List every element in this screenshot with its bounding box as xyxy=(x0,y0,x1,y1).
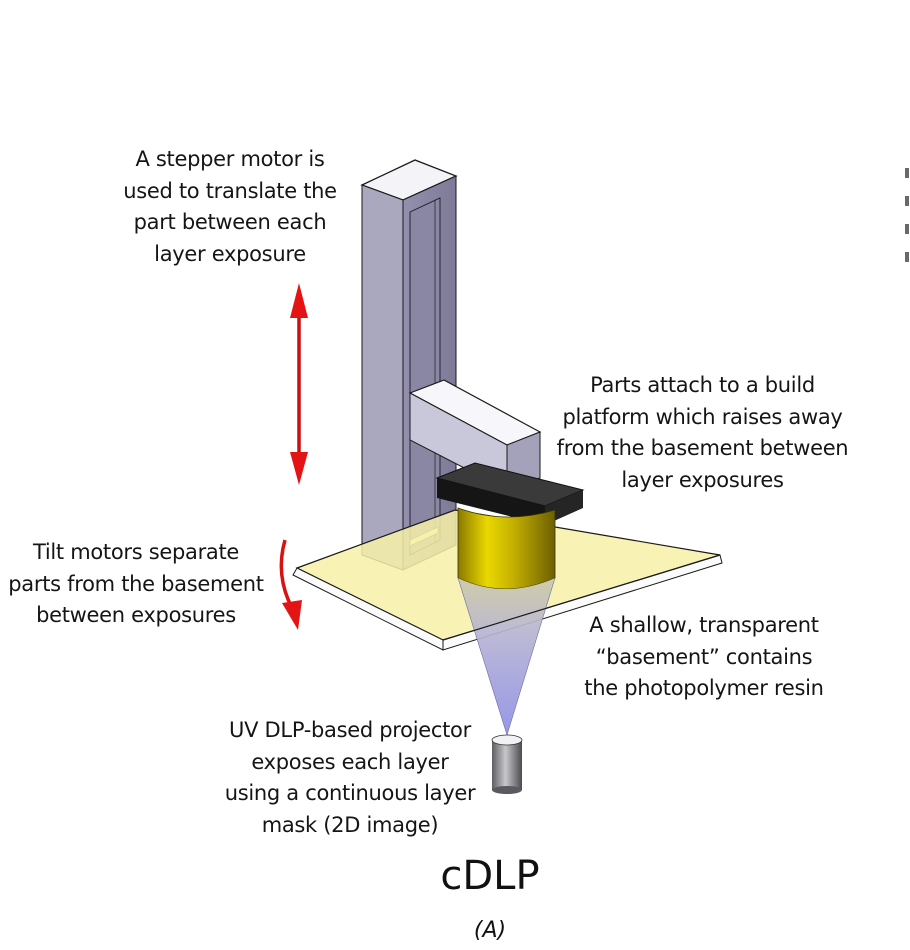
build-platform-annotation: Parts attach to a build platform which r… xyxy=(540,370,865,496)
annotation-line: used to translate the xyxy=(123,178,337,203)
annotation-line: UV DLP-based projector xyxy=(229,718,471,742)
annotation-line: layer exposures xyxy=(621,467,784,492)
annotation-line: exposes each layer xyxy=(251,749,449,774)
tilt-motion-arrow xyxy=(279,539,302,630)
annotation-line: from the basement between xyxy=(556,436,849,460)
annotation-line: “basement” contains xyxy=(595,644,813,669)
annotation-line: parts from the basement xyxy=(8,571,264,596)
annotation-line: between exposures xyxy=(36,603,236,627)
annotation-line: A stepper motor is xyxy=(135,147,325,171)
annotation-line: the photopolymer resin xyxy=(584,676,824,700)
printed-part xyxy=(457,507,556,590)
panel-label: (A) xyxy=(473,918,507,943)
projector-annotation: UV DLP-based projector exposes each laye… xyxy=(205,715,495,841)
annotation-line: Parts attach to a build xyxy=(590,373,815,397)
figure-title: cDLP xyxy=(440,853,540,899)
annotation-line: layer exposure xyxy=(154,241,306,266)
annotation-line: using a continuous layer xyxy=(224,781,476,805)
stepper-motor-annotation: A stepper motor is used to translate the… xyxy=(98,144,362,270)
tilt-motors-annotation: Tilt motors separate parts from the base… xyxy=(0,537,274,632)
vat-rim xyxy=(442,554,721,641)
uv-light-cone xyxy=(457,577,556,736)
vertical-motion-arrow xyxy=(290,283,308,485)
z-axis-column xyxy=(360,159,458,571)
basement-annotation: A shallow, transparent “basement” contai… xyxy=(565,610,843,705)
annotation-line: part between each xyxy=(133,210,327,234)
cropped-adjacent-text xyxy=(903,150,910,270)
dlp-projector xyxy=(491,734,523,794)
annotation-line: Tilt motors separate xyxy=(32,540,240,564)
annotation-line: mask (2D image) xyxy=(261,812,439,837)
annotation-line: platform which raises away xyxy=(562,404,843,429)
annotation-line: A shallow, transparent xyxy=(589,613,819,637)
